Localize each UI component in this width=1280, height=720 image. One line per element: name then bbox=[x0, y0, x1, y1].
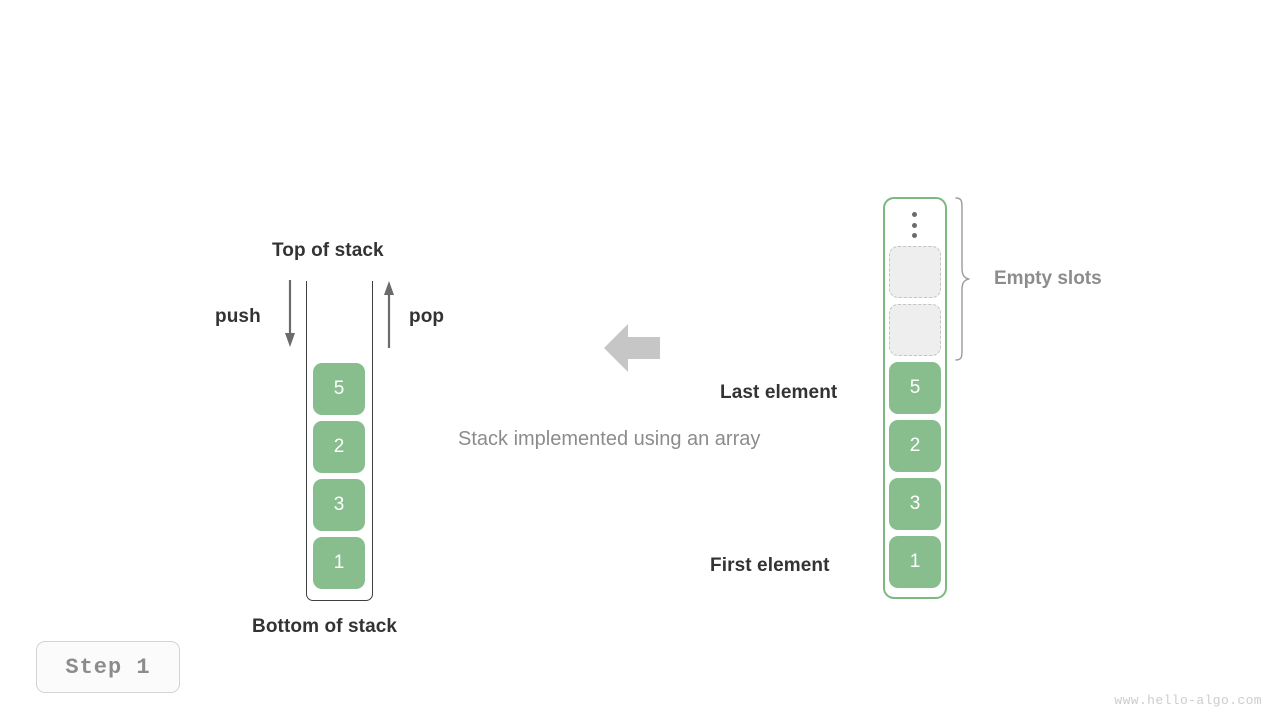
array-cell: 2 bbox=[889, 420, 941, 472]
pop-label: pop bbox=[409, 306, 445, 327]
stack-cell: 1 bbox=[313, 537, 365, 589]
array-cell-list: 5 2 3 1 bbox=[889, 246, 941, 588]
empty-slots-brace-icon bbox=[955, 197, 970, 361]
diagram-caption: Stack implemented using an array bbox=[458, 428, 761, 450]
array-empty-slot bbox=[889, 304, 941, 356]
watermark: www.hello-algo.com bbox=[1114, 693, 1262, 708]
vertical-ellipsis-icon bbox=[910, 212, 918, 238]
bottom-of-stack-label: Bottom of stack bbox=[252, 616, 398, 637]
step-badge: Step 1 bbox=[36, 641, 180, 693]
stack-cell-list: 5 2 3 1 bbox=[313, 363, 365, 589]
array-cell: 3 bbox=[889, 478, 941, 530]
first-element-label: First element bbox=[710, 555, 830, 576]
stack-cell: 2 bbox=[313, 421, 365, 473]
stack-cell: 3 bbox=[313, 479, 365, 531]
pop-arrow-up-icon bbox=[384, 281, 394, 348]
push-label: push bbox=[215, 306, 261, 327]
empty-slots-label: Empty slots bbox=[994, 268, 1102, 289]
array-cell: 1 bbox=[889, 536, 941, 588]
array-empty-slot bbox=[889, 246, 941, 298]
transform-arrow-left-icon bbox=[604, 324, 660, 372]
last-element-label: Last element bbox=[720, 382, 838, 403]
push-arrow-down-icon bbox=[285, 280, 295, 347]
top-of-stack-label: Top of stack bbox=[272, 240, 384, 261]
array-cell: 5 bbox=[889, 362, 941, 414]
step-badge-label: Step 1 bbox=[65, 654, 151, 680]
stack-cell: 5 bbox=[313, 363, 365, 415]
